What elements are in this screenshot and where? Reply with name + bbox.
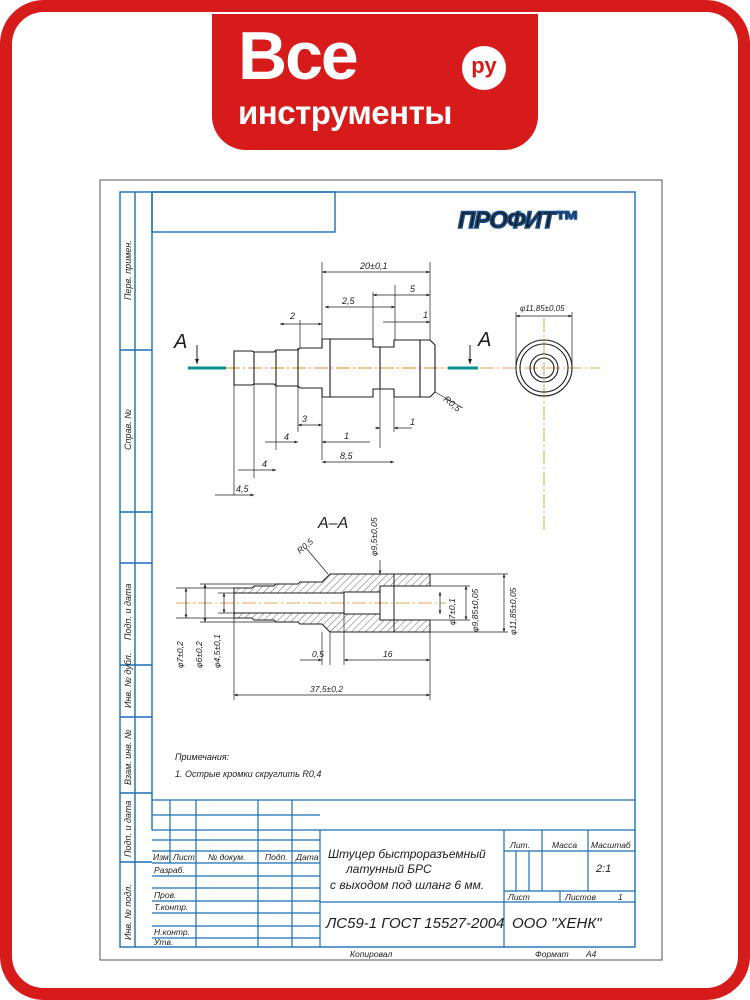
- side-label-sprav: Справ. №: [123, 409, 133, 450]
- tb-listov-value: 1: [618, 892, 623, 902]
- tb-col-podp: Подп.: [265, 852, 288, 862]
- tb-massa: Масса: [552, 840, 577, 850]
- tb-material: ЛС59-1 ГОСТ 15527-2004: [325, 915, 504, 932]
- dim-diam-4-5: φ4,5±0,1: [212, 634, 222, 668]
- dim-8-5: 8,5: [340, 451, 354, 461]
- dim-3: 3: [302, 414, 307, 424]
- tb-col-izm: Изм.: [153, 852, 171, 862]
- brand-subtitle: инструменты: [238, 94, 452, 131]
- side-label-podp1: Подп. и дата: [123, 584, 133, 640]
- dim-1-top: 1: [423, 310, 428, 320]
- drawing-sheet: [99, 179, 663, 961]
- tb-name-line1: Штуцер быстроразъемный: [328, 847, 486, 861]
- dim-20: 20±0,1: [359, 261, 387, 271]
- tb-scale-value: 2:1: [595, 863, 611, 875]
- section-title: А–А: [317, 515, 348, 532]
- dim-37-5: 37,5±0,2: [310, 684, 343, 694]
- brand-name: Все: [238, 18, 359, 94]
- tb-row-tkontr: Т.контр.: [154, 902, 188, 912]
- dim-diam-11-85-top: φ11,85±0,05: [520, 304, 565, 313]
- footer-copied: Копировал: [350, 949, 392, 959]
- dim-4a: 4: [284, 432, 289, 442]
- tb-name-line2: латунный БРС: [345, 862, 432, 876]
- footer-format-value: А4: [585, 949, 597, 959]
- dim-1b: 1: [410, 417, 415, 427]
- dim-4b: 4: [262, 459, 267, 469]
- notes-heading: Примечания:: [175, 752, 230, 762]
- notes-item: 1. Острые кромки скруглить R0,4: [175, 769, 321, 779]
- dim-diam-6: φ6±0,2: [194, 641, 204, 668]
- profit-logo: ПРОФИТ™: [458, 207, 578, 234]
- tb-col-list: Лист: [172, 852, 195, 862]
- end-view: φ11,85±0,05: [480, 304, 600, 530]
- tb-row-razrab: Разраб.: [154, 865, 185, 875]
- dim-2-5: 2,5: [341, 296, 356, 306]
- tb-col-data: Дата: [295, 852, 319, 862]
- brand-badge[interactable]: Все ру инструменты: [212, 14, 538, 150]
- tb-row-prov: Пров.: [154, 890, 176, 900]
- side-label-perv: Перв. примен.: [123, 240, 133, 300]
- dim-1a: 1: [344, 431, 349, 441]
- tb-company: ООО "ХЕНК": [512, 915, 602, 932]
- dim-diam-9-5: φ9,5±0,05: [369, 517, 379, 556]
- section-view: А–А: [175, 515, 518, 700]
- footer-format: Формат: [535, 949, 569, 959]
- dim-diam-11-85-section: φ11,85±0,05: [508, 587, 518, 635]
- tb-listov: Листов: [564, 892, 597, 902]
- title-block-grid: [152, 799, 635, 947]
- blue-border: [119, 191, 636, 948]
- brand-domain-circle: ру: [462, 46, 506, 90]
- dim-diam-7-0-2: φ7±0,2: [175, 641, 185, 668]
- dim-0-5: 0,5: [312, 649, 324, 659]
- tb-name-line3: с выходом под шланг 6 мм.: [330, 878, 484, 892]
- tb-col-doc: № докум.: [208, 852, 245, 862]
- side-label-podp2: Подп. и дата: [123, 801, 133, 857]
- side-label-inv: Инв. № подл.: [123, 884, 133, 940]
- dim-5: 5: [410, 284, 416, 294]
- side-label-dubl: Инв. № дубл.: [123, 653, 133, 708]
- dim-2: 2: [289, 311, 295, 321]
- dim-diam-7-0-1: φ7±0,1: [447, 598, 457, 625]
- tb-masshtab: Масштаб: [591, 840, 632, 850]
- section-marker-right: A: [477, 329, 491, 351]
- dim-16: 16: [383, 649, 393, 659]
- tb-row-nkontr: Н.контр.: [154, 927, 190, 937]
- dim-4-5: 4,5: [236, 484, 250, 494]
- tb-row-utv: Утв.: [153, 937, 173, 947]
- section-marker-left: A: [173, 331, 187, 353]
- tb-lit: Лит.: [509, 840, 530, 850]
- tb-list: Лист: [507, 892, 530, 902]
- side-label-vzam: Взам. инв. №: [123, 729, 133, 785]
- dim-diam-9-85: φ9,85±0,05: [470, 588, 480, 632]
